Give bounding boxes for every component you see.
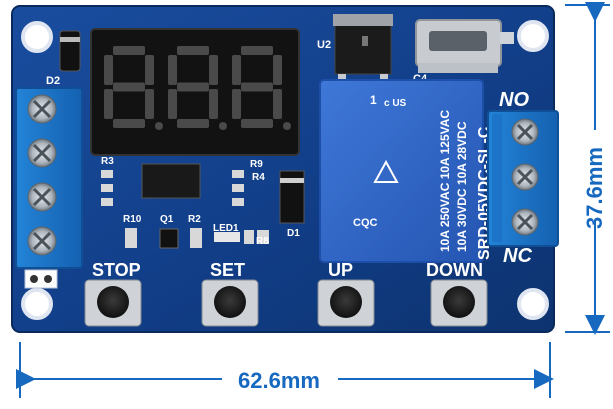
screw-icon xyxy=(511,163,539,191)
input-terminal-block xyxy=(15,87,83,269)
label-r4: R4 xyxy=(252,172,265,183)
label-nc: NC xyxy=(503,245,532,267)
diode-d2: D2 xyxy=(46,30,81,87)
display-segment xyxy=(209,89,218,119)
display-decimal-point xyxy=(219,122,227,130)
label-down: DOWN xyxy=(426,260,483,280)
screw-icon xyxy=(511,118,539,146)
display-segment xyxy=(273,89,282,119)
display-segment xyxy=(232,89,241,119)
label-stop: STOP xyxy=(92,260,141,280)
relay-rating-line-2: 10A 30VDC 10A 28VDC xyxy=(455,121,469,252)
label-r2: R2 xyxy=(188,214,201,225)
label-r9: R9 xyxy=(250,159,263,170)
display-segment xyxy=(241,46,273,55)
warning-triangle-icon xyxy=(373,159,399,183)
screw-icon xyxy=(511,208,539,236)
label-u2: U2 xyxy=(317,39,331,51)
button-panel: STOP SET UP DOWN xyxy=(84,260,488,327)
display-segment xyxy=(273,55,282,85)
display-segment xyxy=(145,89,154,119)
micro-usb-port: C4 xyxy=(413,19,514,85)
label-q1: Q1 xyxy=(160,214,174,225)
display-segment xyxy=(104,89,113,119)
display-segment xyxy=(177,119,209,128)
down-button[interactable] xyxy=(430,279,488,327)
relay-pin-mark: 1 xyxy=(370,93,377,107)
display-segment xyxy=(177,82,209,92)
passive-components: R3 R9 R4 R10 Q1 R2 LED1 R8 D1 xyxy=(101,156,305,249)
display-segment xyxy=(113,119,145,128)
relay-ul-mark: c US xyxy=(384,98,407,109)
label-d1: D1 xyxy=(287,228,300,239)
display-segment xyxy=(145,55,154,85)
label-d2: D2 xyxy=(46,75,60,87)
label-up: UP xyxy=(328,260,353,280)
relay-rating-line-1: 10A 250VAC 10A 125VAC xyxy=(438,110,452,252)
seven-segment-display xyxy=(90,28,300,156)
screw-icon xyxy=(27,94,57,124)
screw-icon xyxy=(27,226,57,256)
display-segment xyxy=(177,46,209,55)
set-button[interactable] xyxy=(201,279,259,327)
height-dimension: 37.6mm xyxy=(565,2,610,335)
label-r8: R8 xyxy=(256,236,269,247)
display-segment xyxy=(241,119,273,128)
width-dimension: 62.6mm xyxy=(16,342,554,398)
display-segment xyxy=(209,55,218,85)
relay: 1 c US 10A 250VAC 10A 125VAC 10A 30VDC 1… xyxy=(319,79,493,263)
display-segment xyxy=(104,55,113,85)
screw-icon xyxy=(27,138,57,168)
up-button[interactable] xyxy=(317,279,375,327)
display-segment xyxy=(168,89,177,119)
label-r10: R10 xyxy=(123,214,142,225)
display-decimal-point xyxy=(155,122,163,130)
display-decimal-point xyxy=(283,122,291,130)
screw-icon xyxy=(27,182,57,212)
mounting-holes xyxy=(21,20,549,320)
display-segment xyxy=(113,46,145,55)
label-r3: R3 xyxy=(101,156,114,167)
label-no: NO xyxy=(499,89,529,111)
label-set: SET xyxy=(210,260,245,280)
relay-cqc-mark: CQC xyxy=(353,217,378,229)
display-segment xyxy=(241,82,273,92)
stop-button[interactable] xyxy=(84,279,142,327)
output-terminal-block: NO NC xyxy=(487,89,559,267)
display-segment xyxy=(168,55,177,85)
width-label: 62.6mm xyxy=(238,368,320,393)
label-led1: LED1 xyxy=(213,223,239,234)
display-segment xyxy=(232,55,241,85)
height-label: 37.6mm xyxy=(582,147,607,229)
display-segment xyxy=(113,82,145,92)
header-pins xyxy=(24,269,58,289)
